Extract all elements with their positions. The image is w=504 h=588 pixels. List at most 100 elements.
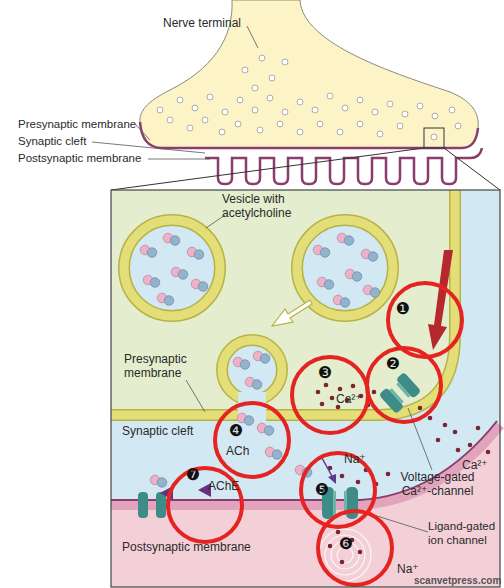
acetylcholine-molecule <box>253 351 270 363</box>
acetylcholine-molecule <box>143 275 160 287</box>
part-label: Presynaptic membrane <box>124 352 204 381</box>
calcium-channel <box>396 372 422 399</box>
acetylcholine-molecule <box>233 357 250 369</box>
part-label: Nerve terminal <box>163 16 253 30</box>
overview-leader-line <box>136 125 150 140</box>
presynaptic-terminal <box>111 190 455 415</box>
ion-dot <box>330 396 335 401</box>
part-label: Presynaptic membrane <box>18 118 148 132</box>
sodium-flow-arrow <box>328 474 336 484</box>
part-label: Ligand-gated ion channel <box>428 520 502 548</box>
synaptic-vesicle-dot <box>257 127 263 133</box>
ion-dot <box>453 430 458 435</box>
acetylcholine-molecule <box>361 249 378 261</box>
ion-dot <box>468 443 473 448</box>
postsynaptic-cell <box>111 425 500 587</box>
sodium-flow-arrow <box>322 458 336 484</box>
synaptic-vesicle-dot <box>357 97 363 103</box>
vesicle-movement-arrow <box>272 300 312 326</box>
zoom-box <box>111 148 424 190</box>
presynaptic-terminal <box>111 190 455 415</box>
acetylcholine-receptor <box>138 492 166 518</box>
synaptic-vesicle-dot <box>177 97 183 103</box>
fusing-vesicle <box>222 340 282 400</box>
synaptic-vesicle-dot <box>397 123 403 129</box>
acetylcholine-molecule <box>157 293 174 305</box>
synaptic-vesicle-dot <box>157 107 163 113</box>
zoom-box <box>424 128 444 148</box>
part-label: Synaptic cleft <box>122 424 222 438</box>
synaptic-vesicle-dot <box>237 97 243 103</box>
postsynaptic-membrane-folds <box>205 148 482 184</box>
calcium-channel <box>379 387 405 414</box>
synaptic-vesicle-dot <box>202 117 208 123</box>
ion-dot <box>351 384 356 389</box>
callout-number: ❹ <box>226 423 246 439</box>
callout-number: ❻ <box>336 536 356 552</box>
synaptic-vesicle-dot <box>252 85 258 91</box>
synaptic-vesicle-dot <box>282 109 288 115</box>
synaptic-vesicle-dot <box>235 121 241 127</box>
nerve-terminal <box>140 0 478 148</box>
vesicle <box>124 220 220 316</box>
callout-number: ❼ <box>183 467 203 483</box>
synaptic-vesicle-dot <box>219 129 225 135</box>
synaptic-vesicle-dot <box>242 67 248 73</box>
highlight-circle <box>168 283 462 585</box>
ion-dot <box>372 390 377 395</box>
ion-dot <box>340 560 345 565</box>
part-label: Synaptic cleft <box>18 135 118 149</box>
synaptic-vesicle-dot <box>372 109 378 115</box>
action-potential-arrow <box>428 250 453 350</box>
vesicle-movement-arrow <box>272 300 312 326</box>
ion-dot <box>338 387 343 392</box>
acetylcholine-molecule <box>191 279 208 291</box>
synaptic-vesicle-dot <box>157 55 461 140</box>
ion-dot <box>428 416 433 421</box>
ion-dot <box>443 423 448 428</box>
ligand-gated-channel <box>333 491 336 515</box>
ion-label: Ca²⁺ <box>336 392 376 406</box>
inset-leader-line <box>186 380 205 412</box>
postsynaptic-cell <box>111 421 497 500</box>
presynaptic-membrane-line <box>140 122 478 148</box>
inset-leader-line <box>186 215 432 532</box>
highlight-circle <box>215 403 289 477</box>
ion-dot <box>386 472 391 477</box>
part-label: Postsynaptic membrane <box>18 152 148 166</box>
ion-dot <box>476 426 481 431</box>
calcium-channel <box>396 382 410 397</box>
synaptic-vesicle-dot <box>357 121 363 127</box>
zoom-box <box>444 148 500 190</box>
synaptic-vesicle-dot <box>187 125 193 131</box>
vesicle <box>124 220 393 316</box>
ion-dot <box>324 383 329 388</box>
part-label: Vesicle with acetylcholine <box>222 192 312 221</box>
acetylcholine-molecule <box>171 267 188 279</box>
sodium-flow-arrow <box>322 458 333 478</box>
acetylcholine-molecule <box>257 423 274 435</box>
synaptic-vesicle-dot <box>377 131 383 137</box>
acetylcholine-molecule <box>265 447 282 459</box>
nerve-terminal <box>140 0 478 148</box>
synaptic-vesicle-dot <box>432 113 438 119</box>
synaptic-vesicle-dot <box>282 59 288 65</box>
synaptic-vesicle-dot <box>449 107 455 113</box>
callout-number: ❺ <box>312 482 332 498</box>
acetylcholine-molecule <box>245 377 262 389</box>
acetylcholine-molecule <box>337 233 354 245</box>
ion-label: Na⁺ <box>397 562 427 576</box>
ion-dot <box>418 406 423 411</box>
postsynaptic-cell <box>111 421 500 587</box>
synaptic-vesicle-dot <box>431 134 437 140</box>
ion-dot <box>316 390 321 395</box>
vesicle <box>124 220 220 316</box>
synaptic-vesicle-dot <box>297 129 303 135</box>
ion-dot <box>356 480 361 485</box>
highlight-circle <box>388 283 462 357</box>
overview-leader-line <box>148 159 210 160</box>
callout-number: ❸ <box>315 365 335 381</box>
ion-dot <box>486 450 491 455</box>
